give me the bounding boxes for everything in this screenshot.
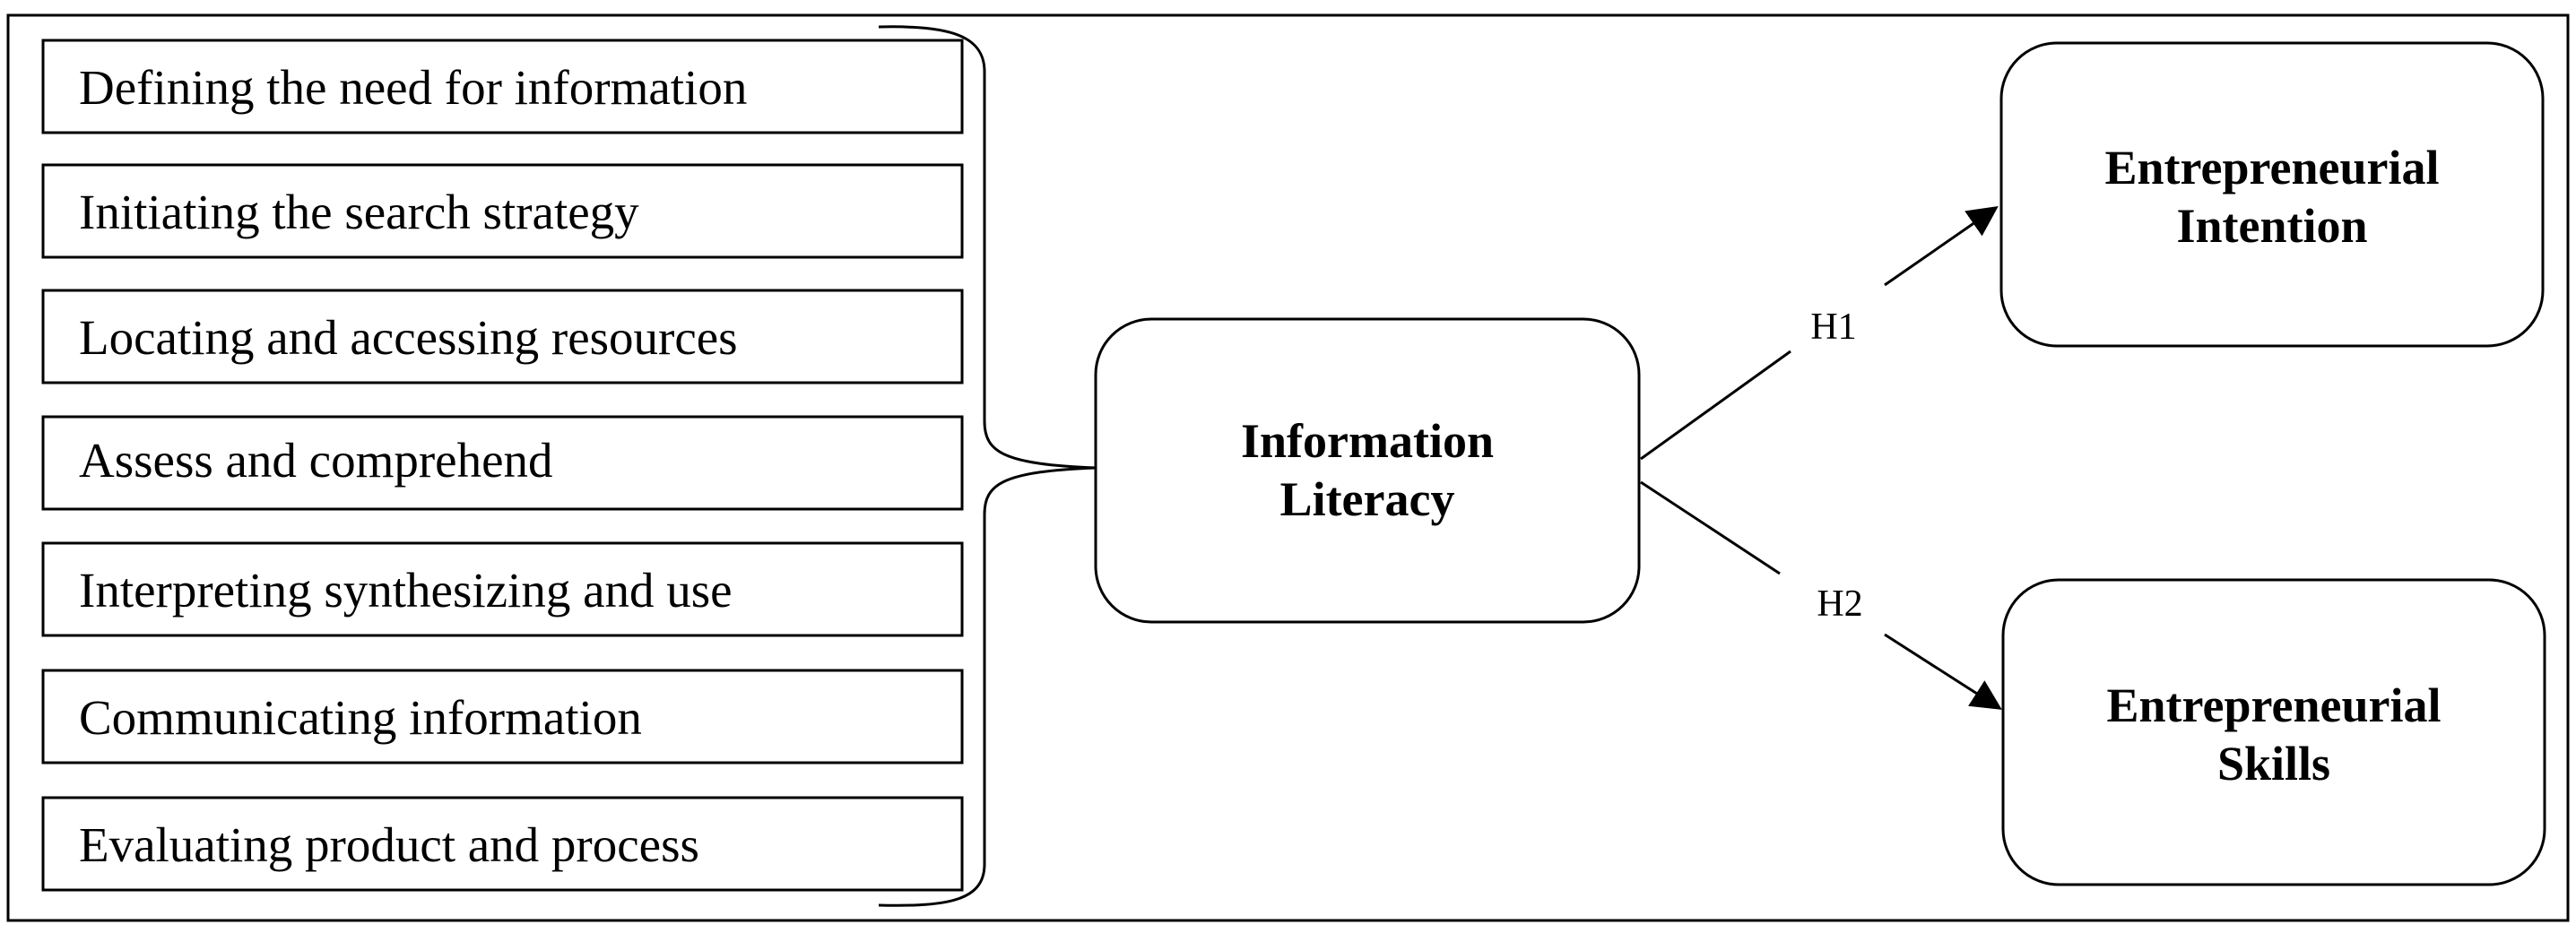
h2-label: H2	[1817, 583, 1862, 625]
dimension-item: Evaluating product and process	[41, 796, 964, 892]
dimension-label: Assess and comprehend	[79, 433, 553, 488]
entrepreneurial-intention-node: Entrepreneurial Intention	[1999, 41, 2545, 348]
outer-frame	[6, 13, 2570, 922]
h2-line	[1640, 480, 1781, 575]
h1-connector: H1	[1640, 206, 1999, 461]
node-label-line2: Intention	[2176, 199, 2367, 253]
dimension-label: Defining the need for information	[79, 60, 747, 115]
dimension-item: Locating and accessing resources	[41, 289, 964, 384]
node-label-line1: Information	[1241, 414, 1494, 468]
dimension-item: Initiating the search strategy	[41, 163, 964, 259]
node-label-line1: Entrepreneurial	[2105, 141, 2440, 194]
h1-arrow	[1884, 206, 1999, 287]
entrepreneurial-skills-node: Entrepreneurial Skills	[2001, 578, 2546, 886]
dimension-item: Defining the need for information	[41, 39, 964, 134]
h2-arrow	[1884, 633, 2002, 710]
h2-connector: H2	[1640, 480, 2002, 710]
dimension-label: Locating and accessing resources	[79, 310, 738, 365]
dimension-list: Defining the need for information Initia…	[41, 39, 964, 892]
information-literacy-node: Information Literacy	[1094, 317, 1641, 624]
dimension-item: Communicating information	[41, 669, 964, 765]
node-label-line1: Entrepreneurial	[2107, 678, 2442, 732]
dimension-item: Assess and comprehend	[41, 415, 964, 511]
node-label-line2: Literacy	[1280, 472, 1455, 526]
h1-line	[1640, 350, 1791, 461]
h1-label: H1	[1810, 307, 1856, 348]
node-label-line2: Skills	[2217, 737, 2330, 790]
dimension-label: Evaluating product and process	[79, 817, 699, 872]
dimension-label: Communicating information	[79, 690, 642, 745]
dimension-item: Interpreting synthesizing and use	[41, 541, 964, 637]
dimension-label: Initiating the search strategy	[79, 185, 639, 239]
dimension-label: Interpreting synthesizing and use	[79, 563, 733, 618]
